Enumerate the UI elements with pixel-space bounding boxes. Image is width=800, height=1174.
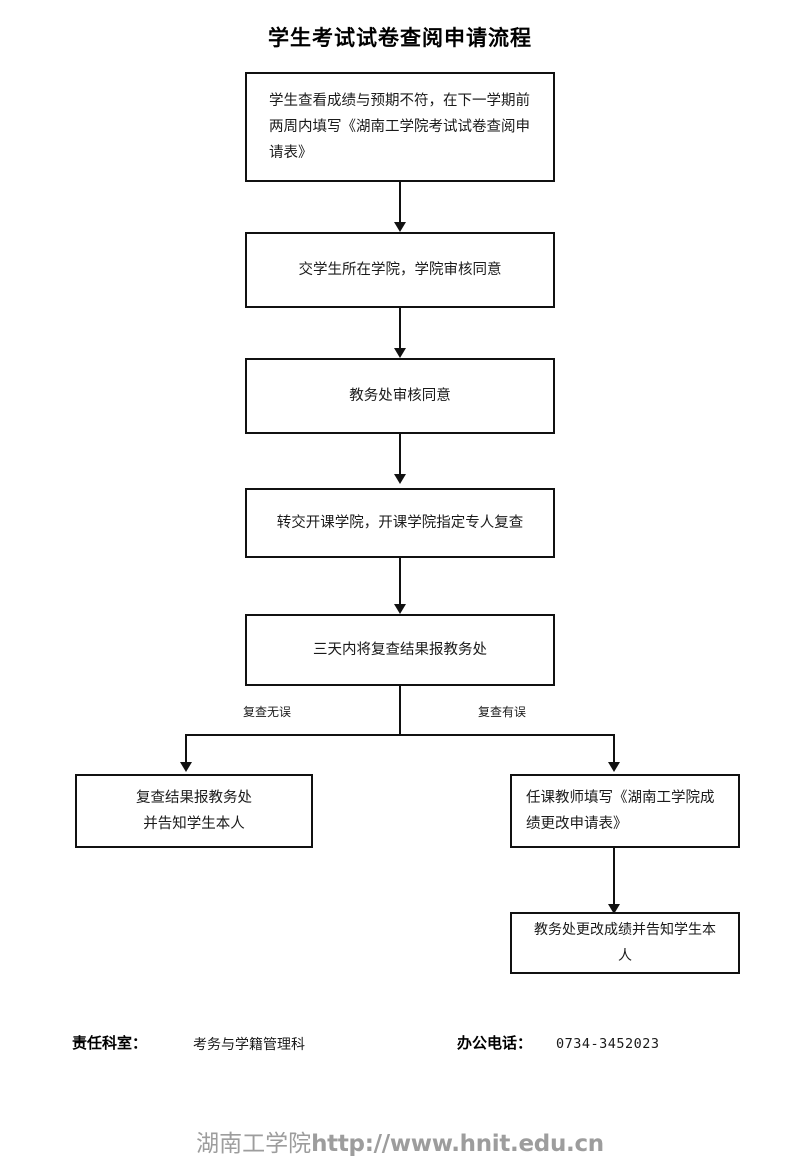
branch-stem-line bbox=[399, 686, 401, 736]
branch-split-bar bbox=[185, 734, 615, 736]
footer-department-value: 考务与学籍管理科 bbox=[193, 1037, 305, 1053]
flow-node-academic-affairs-review: 教务处审核同意 bbox=[245, 358, 555, 434]
flow-node-result-correct-text: 复查结果报教务处 并告知学生本人 bbox=[77, 785, 311, 837]
flow-node-transfer-to-teaching-college-label: 转交开课学院，开课学院指定专人复查 bbox=[276, 515, 524, 531]
flow-node-office-change-grade: 教务处更改成绩并告知学生本人 bbox=[510, 912, 740, 974]
connector-3-4-line bbox=[399, 434, 401, 476]
flow-node-transfer-to-teaching-college: 转交开课学院，开课学院指定专人复查 bbox=[245, 488, 555, 558]
branch-left-drop-line bbox=[185, 734, 187, 764]
connector-7-8-line bbox=[613, 848, 615, 906]
flow-node-report-within-three-days: 三天内将复查结果报教务处 bbox=[245, 614, 555, 686]
watermark: 湖南工学院http://www.hnit.edu.cn bbox=[0, 1124, 800, 1158]
connector-1-2-arrowhead bbox=[394, 222, 406, 232]
flow-node-result-correct-label-line1: 复查结果报教务处 bbox=[136, 790, 252, 806]
flow-node-result-correct-label-line2: 并告知学生本人 bbox=[143, 816, 245, 832]
watermark-org: 湖南工学院 bbox=[196, 1131, 312, 1157]
branch-label-right: 复查有误 bbox=[478, 705, 527, 719]
flow-node-teacher-change-form: 任课教师填写《湖南工学院成绩更改申请表》 bbox=[510, 774, 740, 848]
branch-right-arrowhead bbox=[608, 762, 620, 772]
connector-1-2-line bbox=[399, 182, 401, 224]
connector-3-4-arrowhead bbox=[394, 474, 406, 484]
footer-phone-value: 0734-3452023 bbox=[556, 1036, 660, 1052]
footer: 责任科室： 考务与学籍管理科 办公电话： 0734-3452023 bbox=[0, 1032, 800, 1058]
flow-node-college-review: 交学生所在学院，学院审核同意 bbox=[245, 232, 555, 308]
flow-node-college-review-label: 交学生所在学院，学院审核同意 bbox=[298, 262, 502, 278]
footer-phone-label: 办公电话： bbox=[457, 1034, 533, 1052]
branch-label-left: 复查无误 bbox=[243, 705, 292, 719]
branch-right-drop-line bbox=[613, 734, 615, 764]
flow-node-teacher-change-form-label: 任课教师填写《湖南工学院成绩更改申请表》 bbox=[526, 790, 715, 832]
flow-node-result-correct: 复查结果报教务处 并告知学生本人 bbox=[75, 774, 313, 848]
flow-node-academic-affairs-review-label: 教务处审核同意 bbox=[349, 388, 451, 404]
connector-4-5-line bbox=[399, 558, 401, 606]
footer-department-label: 责任科室： bbox=[72, 1034, 148, 1052]
connector-2-3-arrowhead bbox=[394, 348, 406, 358]
branch-left-arrowhead bbox=[180, 762, 192, 772]
connector-4-5-arrowhead bbox=[394, 604, 406, 614]
page-title: 学生考试试卷查阅申请流程 bbox=[268, 26, 532, 50]
flow-node-apply-form: 学生查看成绩与预期不符，在下一学期前两周内填写《湖南工学院考试试卷查阅申请表》 bbox=[245, 72, 555, 182]
flow-node-apply-form-label: 学生查看成绩与预期不符，在下一学期前两周内填写《湖南工学院考试试卷查阅申请表》 bbox=[269, 93, 530, 161]
connector-2-3-line bbox=[399, 308, 401, 350]
flow-node-report-within-three-days-label: 三天内将复查结果报教务处 bbox=[313, 642, 487, 658]
connector-7-8-arrowhead bbox=[608, 904, 620, 914]
watermark-url: http://www.hnit.edu.cn bbox=[311, 1131, 604, 1157]
flow-node-office-change-grade-label: 教务处更改成绩并告知学生本人 bbox=[534, 922, 716, 964]
